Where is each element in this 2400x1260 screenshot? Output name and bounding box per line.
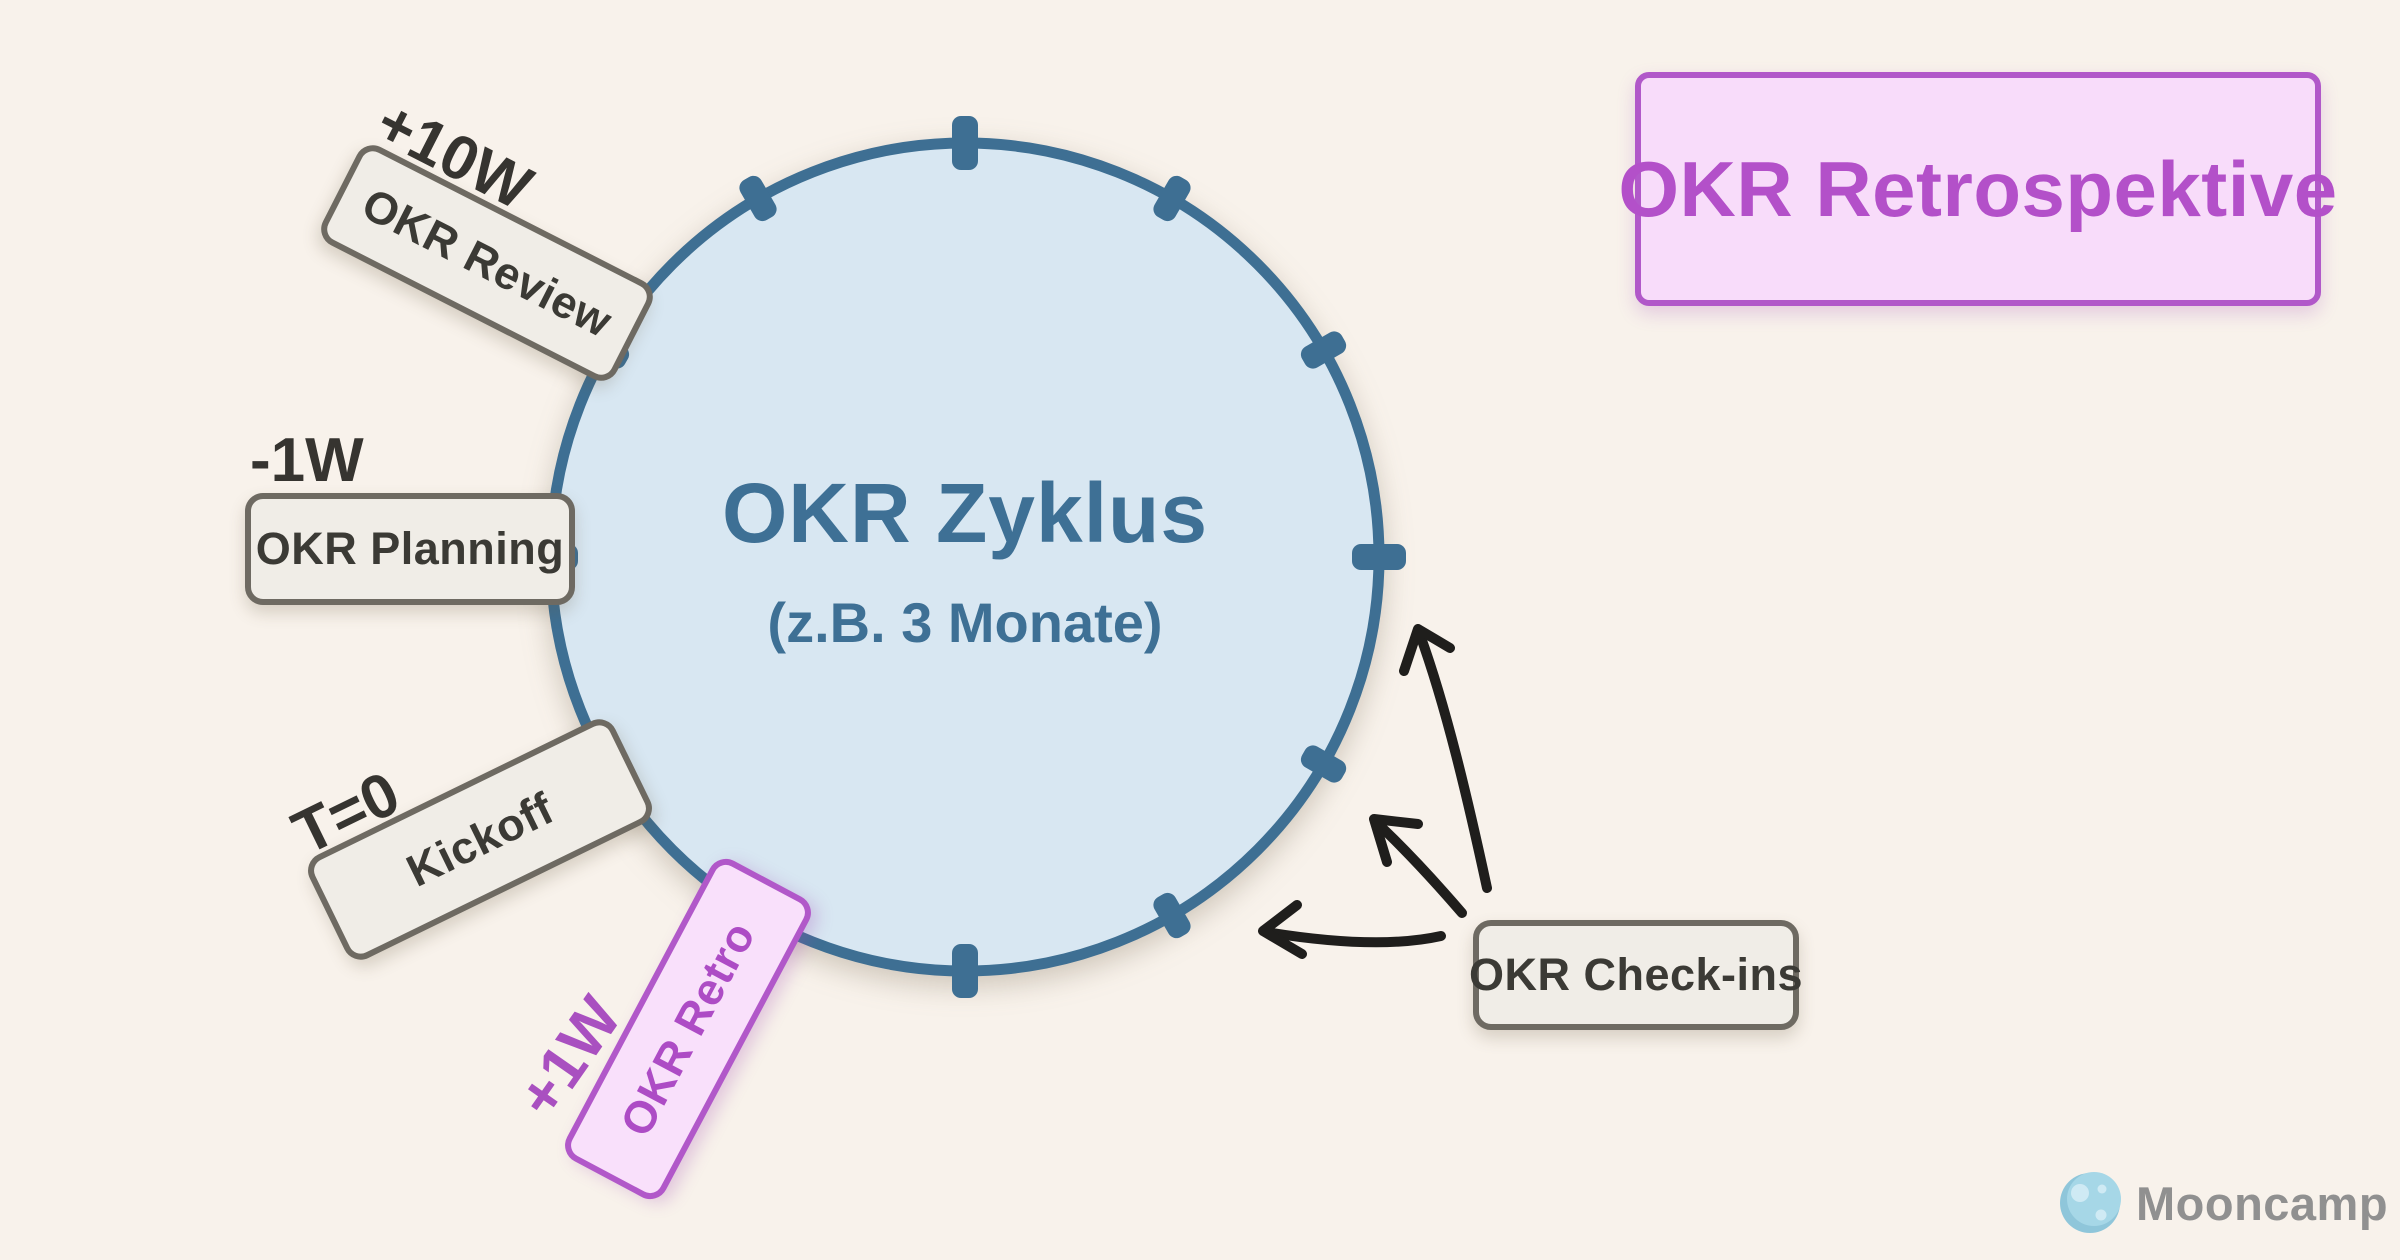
retrospektive-title: OKR Retrospektive [1618,144,2338,233]
arrow-middle [1371,817,1467,918]
checkin-arrows [1258,624,1492,959]
stage-label: OKR Planning [255,523,565,574]
cycle-subtitle: (z.B. 3 Monate) [767,591,1163,654]
cycle-tick [1153,892,1191,939]
cycle-tick [952,944,978,998]
cycle-title: OKR Zyklus [721,466,1209,560]
cycle-tick [739,175,777,222]
mooncamp-logo: Mooncamp [2058,1170,2388,1236]
checkins-box: OKR Check-ins [1469,920,1803,1030]
cycle-tick [952,116,978,170]
arrow-long-head [1399,624,1455,676]
cycle-tick [1352,544,1406,570]
stage-box-okr-planning: OKR Planning [245,493,575,605]
mooncamp-logo-text: Mooncamp [2136,1176,2389,1230]
moon-icon [2060,1172,2121,1233]
arrow-left-head [1258,900,1307,959]
arrow-left [1261,927,1446,948]
cycle-center-text: OKR Zyklus (z.B. 3 Monate) [722,465,1208,655]
retrospektive-title-box: OKR Retrospektive [1618,72,2337,306]
checkins-label: OKR Check-ins [1468,949,1804,1000]
arrow-middle-head [1369,814,1423,867]
cycle-tick [1300,331,1347,369]
time-label-okr-planning: -1W [250,426,364,495]
arrow-long [1414,627,1492,893]
cycle-tick [1153,175,1191,222]
cycle-tick [1300,745,1347,783]
